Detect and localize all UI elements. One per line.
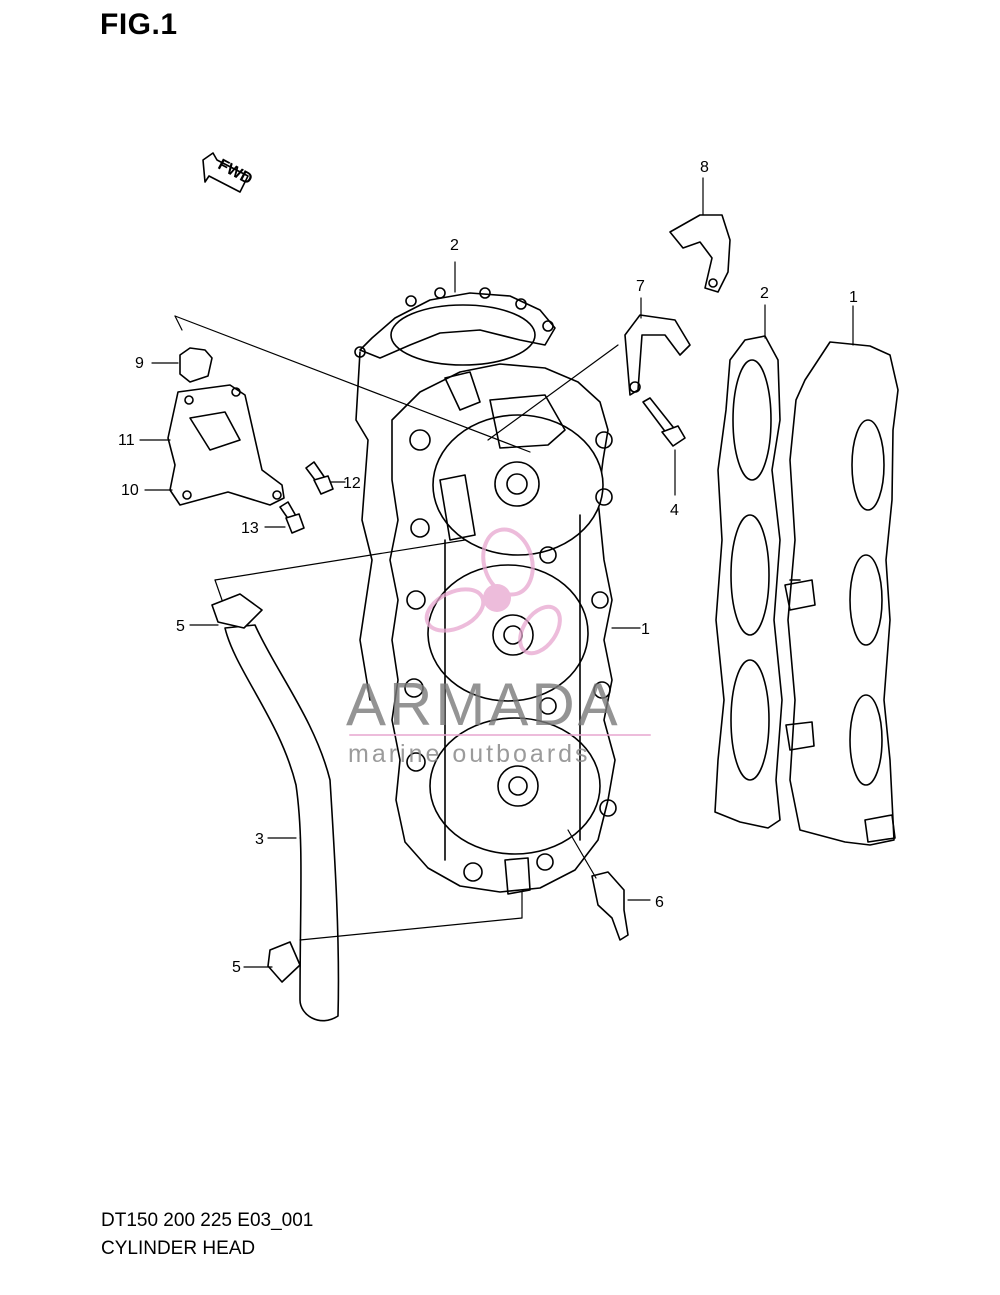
leader-lines <box>139 177 854 968</box>
callout-1-front: 1 <box>641 621 650 638</box>
watermark-brand: ARMADA <box>346 671 621 738</box>
callout-11: 11 <box>118 432 135 449</box>
cylinder-head-front <box>389 363 617 895</box>
sensor-part-6 <box>591 871 629 941</box>
cylinder-head-gasket-side <box>714 335 783 829</box>
callout-9: 9 <box>135 355 144 372</box>
bolts-12-13 <box>279 461 334 534</box>
watermark-logo <box>349 527 651 736</box>
callout-1-side: 1 <box>849 289 858 306</box>
callout-10: 10 <box>121 482 139 499</box>
cylinder-head-side <box>784 341 899 846</box>
hose-part-3 <box>211 593 340 1022</box>
callout-12: 12 <box>343 475 361 492</box>
callout-6: 6 <box>655 894 664 911</box>
callout-8: 8 <box>700 159 709 176</box>
watermark-tagline: marine outboards <box>348 740 591 768</box>
bolt-part-4 <box>642 397 686 447</box>
callout-5-lower: 5 <box>232 959 241 976</box>
cover-assembly-9-10-11 <box>167 347 285 506</box>
callout-4: 4 <box>670 502 679 519</box>
callout-7: 7 <box>636 278 645 295</box>
callout-3: 3 <box>255 831 264 848</box>
fwd-arrow-icon: FWD <box>202 152 255 193</box>
figure-title: FIG.1 <box>100 8 178 41</box>
cylinder-head-gasket-front <box>354 287 556 701</box>
callout-13: 13 <box>241 520 259 537</box>
model-code: DT150 200 225 E03_001 <box>101 1210 314 1231</box>
part-section-name: CYLINDER HEAD <box>101 1238 256 1259</box>
callout-2-side: 2 <box>760 285 769 302</box>
callout-2-gasket: 2 <box>450 237 459 254</box>
callout-5-upper: 5 <box>176 618 185 635</box>
clamp-part-8 <box>669 214 731 293</box>
bracket-part-7 <box>624 314 691 396</box>
